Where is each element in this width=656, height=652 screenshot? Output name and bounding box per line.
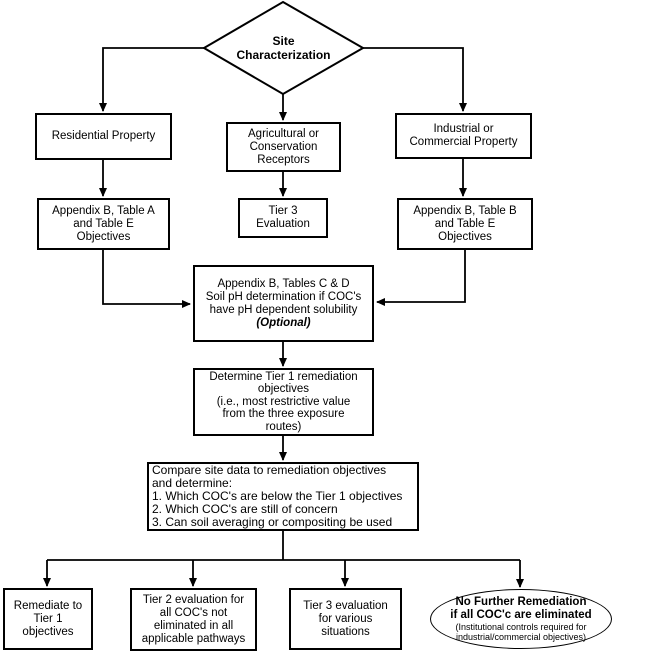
connector-appendix-b-to-tables-cd (376, 250, 466, 306)
node-tier3-various-label: Tier 3 evaluation for various situations (303, 599, 388, 638)
node-residential-property: Residential Property (35, 113, 172, 160)
node-no-further-remediation: No Further Remediation if all COC'c are … (430, 589, 612, 649)
node-appendix-a-label: Appendix B, Table A and Table E Objectiv… (52, 204, 155, 243)
node-site-characterization-label: Site Characterization (236, 34, 331, 62)
node-industrial-commercial-property: Industrial or Commercial Property (395, 113, 532, 159)
connector-diamond-to-industrial (363, 47, 467, 112)
connector-appendix-a-to-tables-cd (102, 250, 191, 308)
node-appendix-b-table-a: Appendix B, Table A and Table E Objectiv… (37, 198, 170, 250)
node-appendix-b-label: Appendix B, Table B and Table E Objectiv… (413, 204, 517, 243)
node-tier2-evaluation: Tier 2 evaluation for all COC's not elim… (130, 588, 257, 651)
node-remediate-label: Remediate to Tier 1 objectives (13, 599, 83, 638)
node-determine-tier1-label: Determine Tier 1 remediation objectives … (209, 370, 358, 433)
node-tier2-label: Tier 2 evaluation for all COC's not elim… (141, 593, 246, 645)
node-determine-tier1-objectives: Determine Tier 1 remediation objectives … (193, 368, 374, 436)
node-no-further-remediation-subtitle: (Institutional controls required for ind… (455, 622, 587, 642)
node-tier3-various-situations: Tier 3 evaluation for various situations (289, 588, 402, 650)
connector-diamond-to-residential (99, 47, 204, 112)
node-appendix-b-table-b: Appendix B, Table B and Table E Objectiv… (397, 198, 533, 250)
node-residential-property-label: Residential Property (51, 130, 156, 142)
node-agricultural-label: Agricultural or Conservation Receptors (248, 127, 319, 166)
node-tier3-evaluation-label: Tier 3 Evaluation (256, 205, 310, 230)
node-compare-site-data: Compare site data to remediation objecti… (147, 462, 419, 531)
node-tables-cd-optional-note: (Optional) (256, 316, 311, 329)
node-tables-cd-label: Appendix B, Tables C & D Soil pH determi… (205, 277, 362, 316)
node-tier3-evaluation: Tier 3 Evaluation (238, 198, 328, 238)
node-remediate-tier1: Remediate to Tier 1 objectives (3, 588, 93, 650)
node-tables-cd-soil-ph: Appendix B, Tables C & D Soil pH determi… (193, 265, 374, 342)
node-industrial-label: Industrial or Commercial Property (409, 123, 518, 148)
node-compare-label: Compare site data to remediation objecti… (152, 463, 403, 529)
node-agricultural-conservation-receptors: Agricultural or Conservation Receptors (226, 122, 341, 172)
node-no-further-remediation-title: No Further Remediation if all COC'c are … (450, 596, 592, 621)
